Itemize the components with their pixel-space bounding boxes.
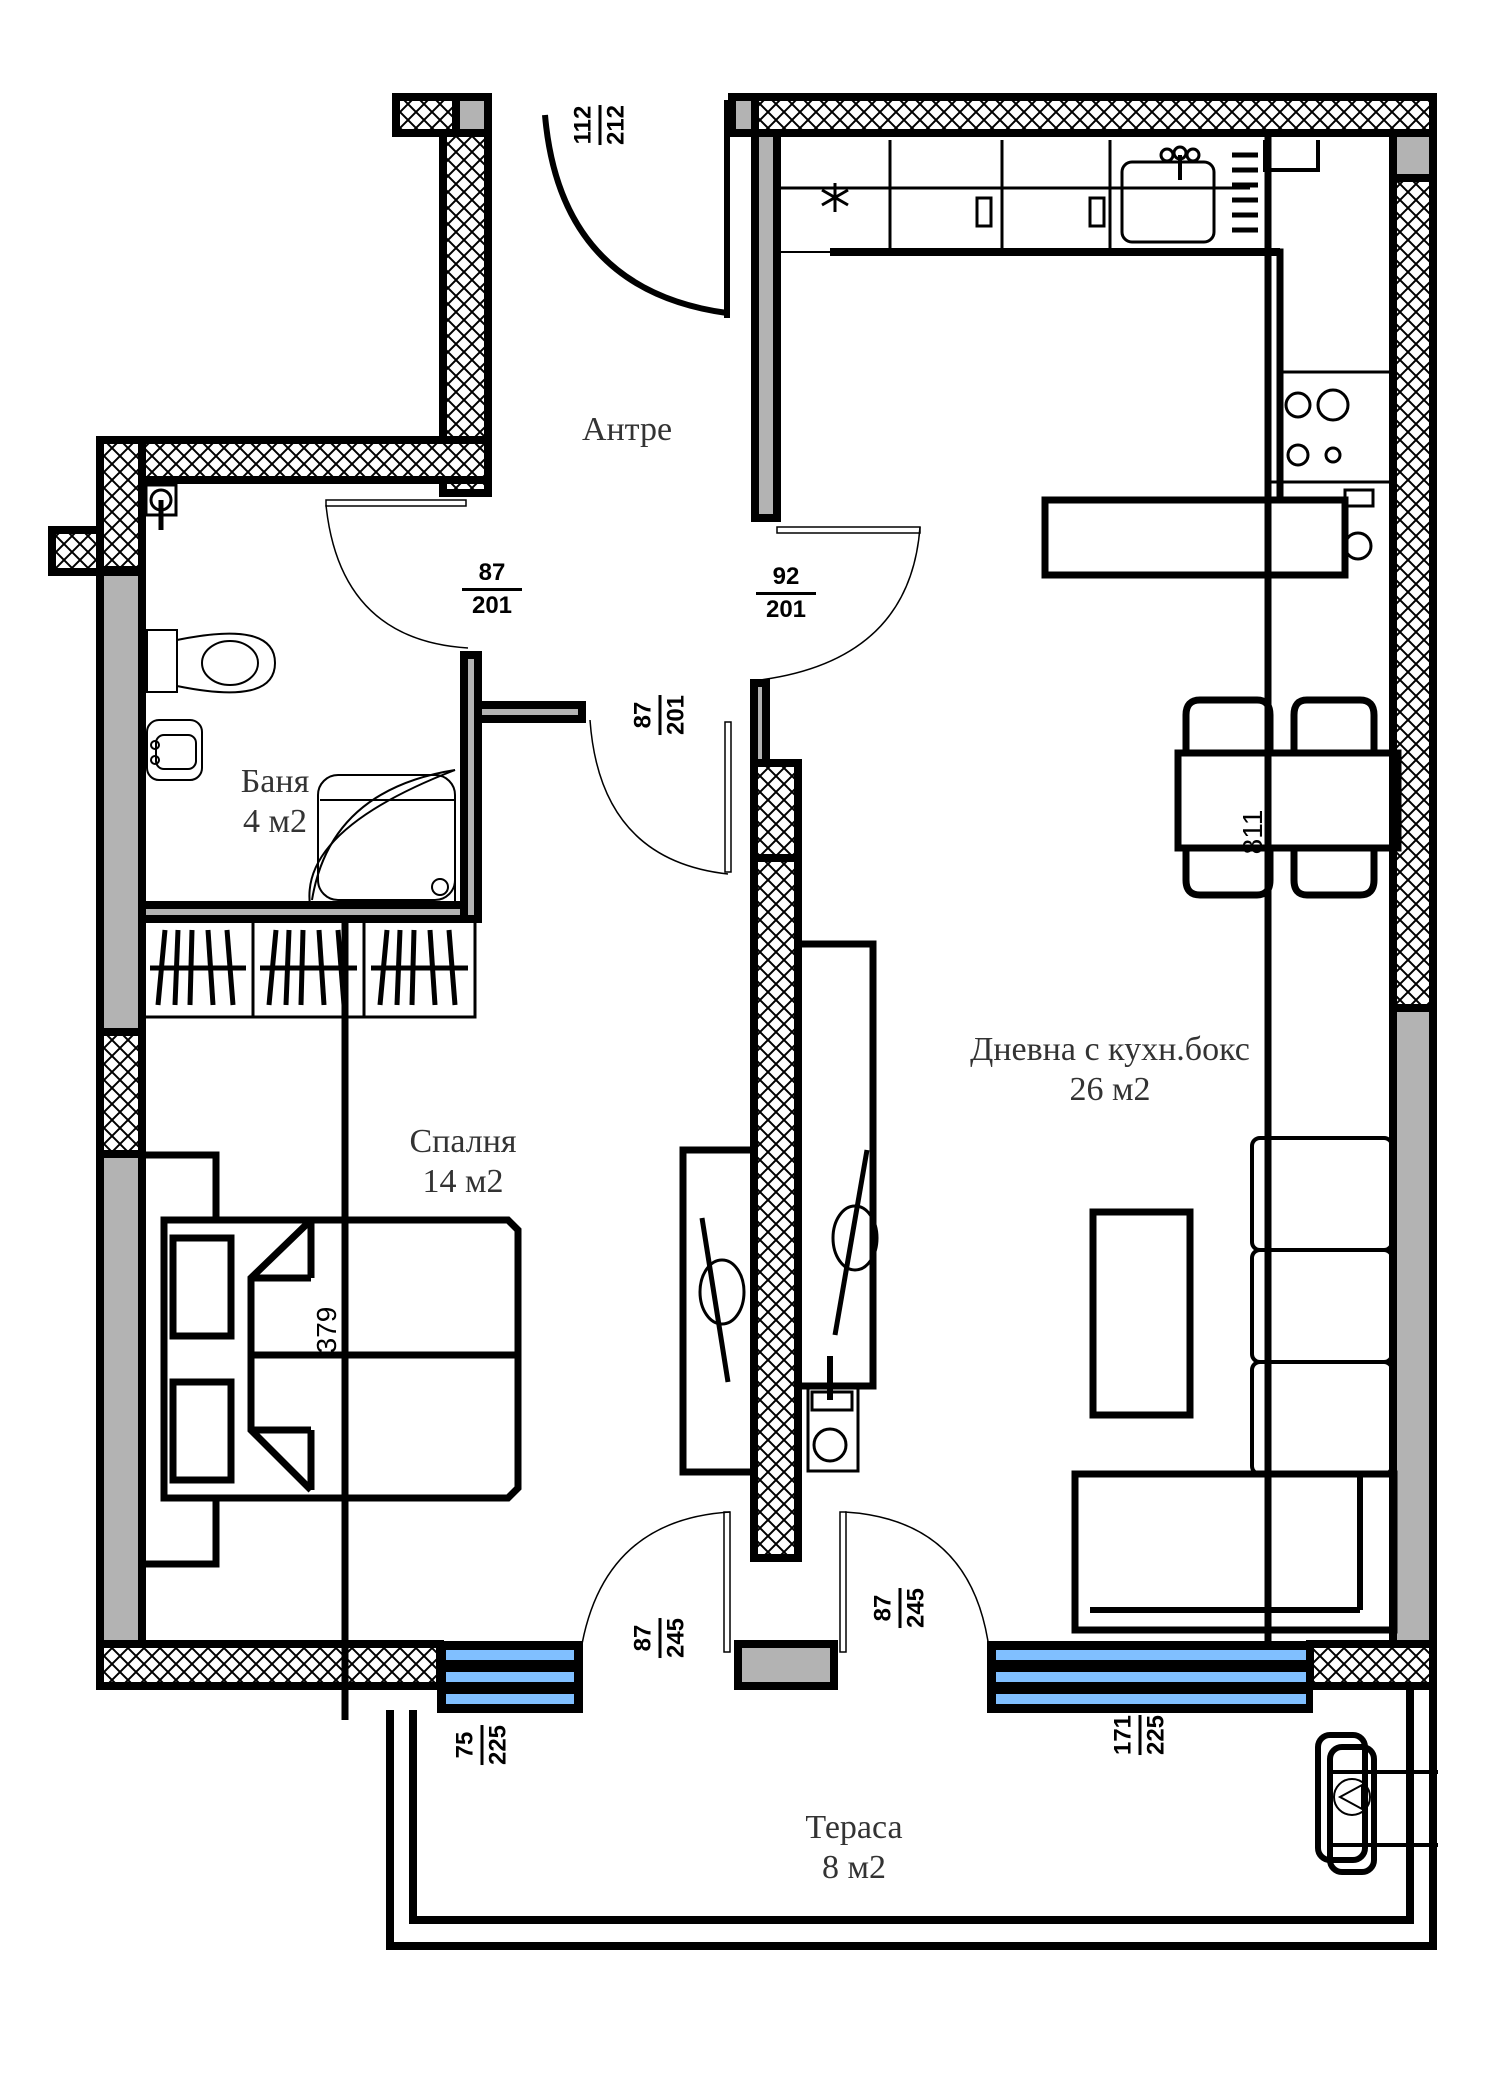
washing-machine-icon: [806, 1356, 860, 1473]
room-name: Антре: [581, 411, 673, 448]
dim-height: 245: [902, 1587, 930, 1629]
washbasin-icon: [146, 719, 203, 781]
coffee-table: [1089, 1208, 1194, 1419]
room-name: Дневна с кухн.бокс: [970, 1031, 1250, 1068]
dim-height: 225: [484, 1724, 512, 1766]
bed: [142, 1151, 522, 1568]
dim-height: 201: [662, 694, 690, 736]
room-label-spalnya: Спалня 14 м2: [409, 1122, 516, 1202]
fridge-asterisk-icon: [821, 183, 849, 212]
shower-tray-icon: [308, 769, 456, 906]
boiler-icon: [144, 483, 178, 530]
dim-width: 87: [478, 559, 506, 586]
wardrobe: [140, 917, 477, 1019]
room-label-antre: Антре: [582, 410, 672, 450]
dim-width: 112: [569, 105, 597, 145]
room-label-banya: Баня 4 м2: [241, 762, 309, 842]
room-label-terasa: Тераса 8 м2: [805, 1808, 902, 1888]
dim-height: 245: [662, 1617, 690, 1659]
doors: [325, 100, 991, 1657]
room-name: Тераса: [805, 1809, 903, 1846]
dim-height: 201: [471, 592, 513, 619]
dining-table: [1174, 696, 1402, 899]
dim-width: 87: [629, 701, 657, 729]
sink-icon: [1159, 145, 1201, 180]
room-label-dnevna: Дневна с кухн.бокс 26 м2: [970, 1030, 1250, 1110]
walls: [48, 93, 1437, 1690]
section-mark-bedroom: 379: [311, 1306, 342, 1354]
room-area: 4 м2: [242, 803, 308, 840]
dim-width: 87: [629, 1624, 657, 1652]
tv-stand-bedroom: [679, 1146, 758, 1476]
dim-height: 201: [765, 596, 807, 623]
room-name: Баня: [240, 763, 310, 800]
window-living: [987, 1641, 1313, 1713]
tv-stand-living: [794, 940, 879, 1390]
room-name: Спалня: [409, 1123, 517, 1160]
dim-width: 87: [869, 1594, 897, 1622]
room-area: 14 м2: [422, 1163, 504, 1200]
dim-height: 225: [1142, 1714, 1170, 1756]
water-heater-icon: [1315, 1732, 1438, 1875]
toilet-icon: [146, 629, 277, 694]
room-area: 8 м2: [821, 1849, 887, 1886]
section-mark-living: 811: [1237, 809, 1268, 855]
window-bedroom: [437, 1641, 583, 1713]
dim-width: 92: [772, 563, 800, 590]
dim-height: 212: [602, 104, 630, 146]
sofa: [1071, 1136, 1398, 1634]
dim-width: 171: [1109, 1714, 1137, 1756]
dim-width: 75: [451, 1731, 479, 1759]
kitchen: [777, 140, 1393, 579]
terrace: [386, 1686, 1437, 1950]
room-area: 26 м2: [1069, 1071, 1151, 1108]
